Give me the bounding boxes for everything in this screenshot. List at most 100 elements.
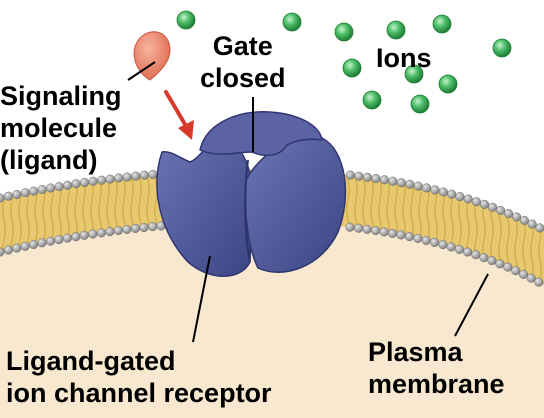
phospholipid-head	[29, 186, 39, 196]
ligand-molecule	[133, 31, 171, 81]
phospholipid-head	[371, 226, 381, 236]
phospholipid-head	[62, 233, 72, 243]
phospholipid-head	[362, 224, 372, 234]
phospholipid-head	[526, 273, 536, 283]
phospholipid-head	[527, 219, 537, 229]
signaling-molecule-label: Signaling molecule (ligand)	[0, 80, 122, 176]
lipid-tails-texture	[0, 169, 544, 285]
ion	[176, 10, 196, 30]
phospholipid-head	[454, 244, 464, 254]
phospholipid-head	[105, 174, 115, 184]
phospholipid-head	[534, 277, 544, 287]
phospholipid-head	[379, 175, 389, 185]
phospholipid-head	[446, 242, 456, 252]
phospholipid-head	[3, 191, 13, 201]
ion	[404, 64, 424, 84]
receptor-label-line2: ion channel receptor	[6, 378, 272, 408]
phospholipid-head	[105, 227, 115, 237]
phospholipid-head	[122, 224, 132, 234]
binding-arrowhead	[178, 120, 194, 140]
phospholipid-head	[379, 227, 389, 237]
phospholipid-head	[471, 197, 481, 207]
ion-channel-receptor	[156, 111, 347, 277]
phospholipid-head	[438, 240, 448, 250]
ion	[362, 90, 382, 110]
phospholipid-head	[63, 180, 73, 190]
gate-label-line1: Gate	[212, 31, 273, 61]
ion	[492, 38, 512, 58]
phospholipid-head	[362, 172, 372, 182]
ion	[334, 22, 354, 42]
phospholipid-head	[430, 237, 440, 247]
phospholipid-head	[511, 266, 521, 276]
ion	[432, 14, 452, 34]
membrane-label-line1: Plasma	[368, 337, 463, 367]
phospholipid-head	[479, 199, 490, 209]
phospholipid-head	[139, 170, 149, 180]
phospholipid-head	[479, 253, 489, 263]
phospholipid-head	[54, 235, 64, 245]
phospholipid-head	[438, 187, 448, 197]
ion	[410, 94, 430, 114]
receptor-label-line1: Ligand-gated	[6, 346, 176, 376]
phospholipid-head	[29, 239, 39, 250]
phospholipid-head	[37, 238, 47, 248]
phospholipid-head	[388, 176, 398, 186]
gate-label-line2: closed	[200, 63, 286, 93]
phospholipid-head	[504, 209, 514, 219]
phospholipid-head	[455, 192, 465, 202]
plasma-membrane-label: Plasma membrane	[368, 336, 505, 400]
phospholipid-head	[130, 223, 141, 233]
pointer-membrane	[454, 273, 489, 337]
phospholipid-head	[139, 222, 149, 233]
phospholipid-head	[503, 262, 513, 272]
phospholipid-head	[12, 189, 22, 199]
phospholipid-head	[37, 184, 47, 195]
ions-label: Ions	[376, 42, 432, 74]
phospholipid-head	[0, 247, 5, 257]
phospholipid-head	[396, 230, 406, 240]
phospholipid-head	[413, 233, 423, 243]
phospholipid-heads-outer	[0, 169, 544, 233]
ligand-label-line2: molecule	[0, 113, 118, 143]
phospholipid-head	[430, 185, 440, 195]
pointer-ligand	[127, 61, 156, 81]
phospholipid-head	[20, 188, 30, 198]
phospholipid-head	[471, 250, 481, 260]
phospholipid-head	[122, 172, 132, 182]
phospholipid-head	[371, 173, 381, 184]
phospholipid-head	[148, 169, 158, 179]
ion	[386, 20, 406, 40]
phospholipid-head	[512, 212, 522, 222]
phospholipid-head	[46, 183, 56, 193]
phospholipid-head	[131, 171, 141, 181]
ligand-label-line3: (ligand)	[0, 145, 98, 175]
binding-arrow	[164, 90, 188, 128]
phospholipid-head	[535, 223, 544, 233]
ion	[438, 74, 458, 94]
phospholipid-head	[113, 225, 123, 236]
phospholipid-head	[447, 189, 457, 199]
phospholipid-head	[463, 247, 473, 257]
phospholipid-head	[519, 215, 529, 225]
phospholipid-head	[463, 194, 473, 204]
phospholipid-head	[345, 222, 355, 232]
phospholipid-head	[488, 202, 498, 212]
phospholipid-head	[79, 230, 89, 240]
phospholipid-head	[396, 178, 406, 188]
phospholipid-head	[404, 232, 415, 242]
cytoplasm-region	[0, 221, 544, 418]
phospholipid-head	[405, 179, 415, 189]
phospholipid-head	[518, 269, 529, 279]
channel-pore	[244, 159, 251, 263]
phospholipid-head	[421, 235, 431, 245]
phospholipid-head	[487, 256, 497, 266]
phospholipid-head	[496, 205, 506, 215]
phospholipid-head	[71, 232, 81, 242]
phospholipid-head	[354, 171, 364, 181]
phospholipid-head	[71, 179, 81, 189]
phospholipid-head	[345, 170, 355, 180]
phospholipid-head	[12, 243, 22, 253]
